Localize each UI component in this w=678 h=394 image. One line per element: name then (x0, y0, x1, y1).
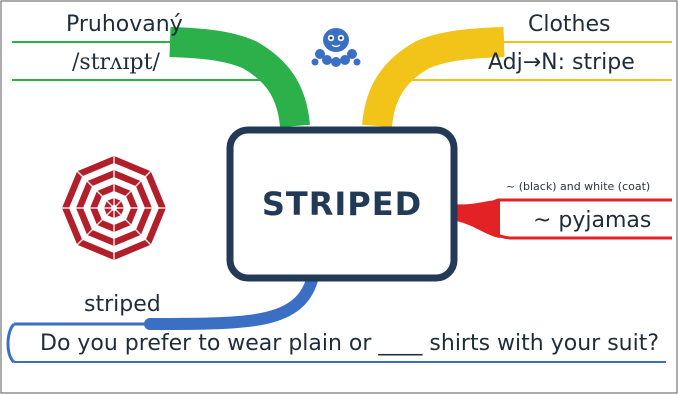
green-branch (12, 27, 310, 128)
yellow-branch (362, 27, 672, 128)
collocation-label: ~ (black) and white (coat) (506, 180, 651, 193)
red-branch (451, 198, 672, 240)
translation-label: Pruhovaný (66, 12, 183, 37)
pronunciation-label: /strʌɪpt/ (72, 50, 160, 75)
answer-word-label: striped (84, 292, 161, 317)
derivation-label: Adj→N: stripe (488, 50, 635, 75)
center-word: STRIPED (261, 185, 423, 223)
category-label: Clothes (528, 12, 611, 37)
example-label: ~ pyjamas (533, 208, 652, 233)
octopus-logo-icon (311, 28, 361, 67)
example-sentence: Do you prefer to wear plain or ____ shir… (40, 331, 660, 356)
striped-umbrella-icon (62, 156, 166, 260)
center-box (226, 126, 458, 282)
blue-branch (6, 274, 666, 364)
